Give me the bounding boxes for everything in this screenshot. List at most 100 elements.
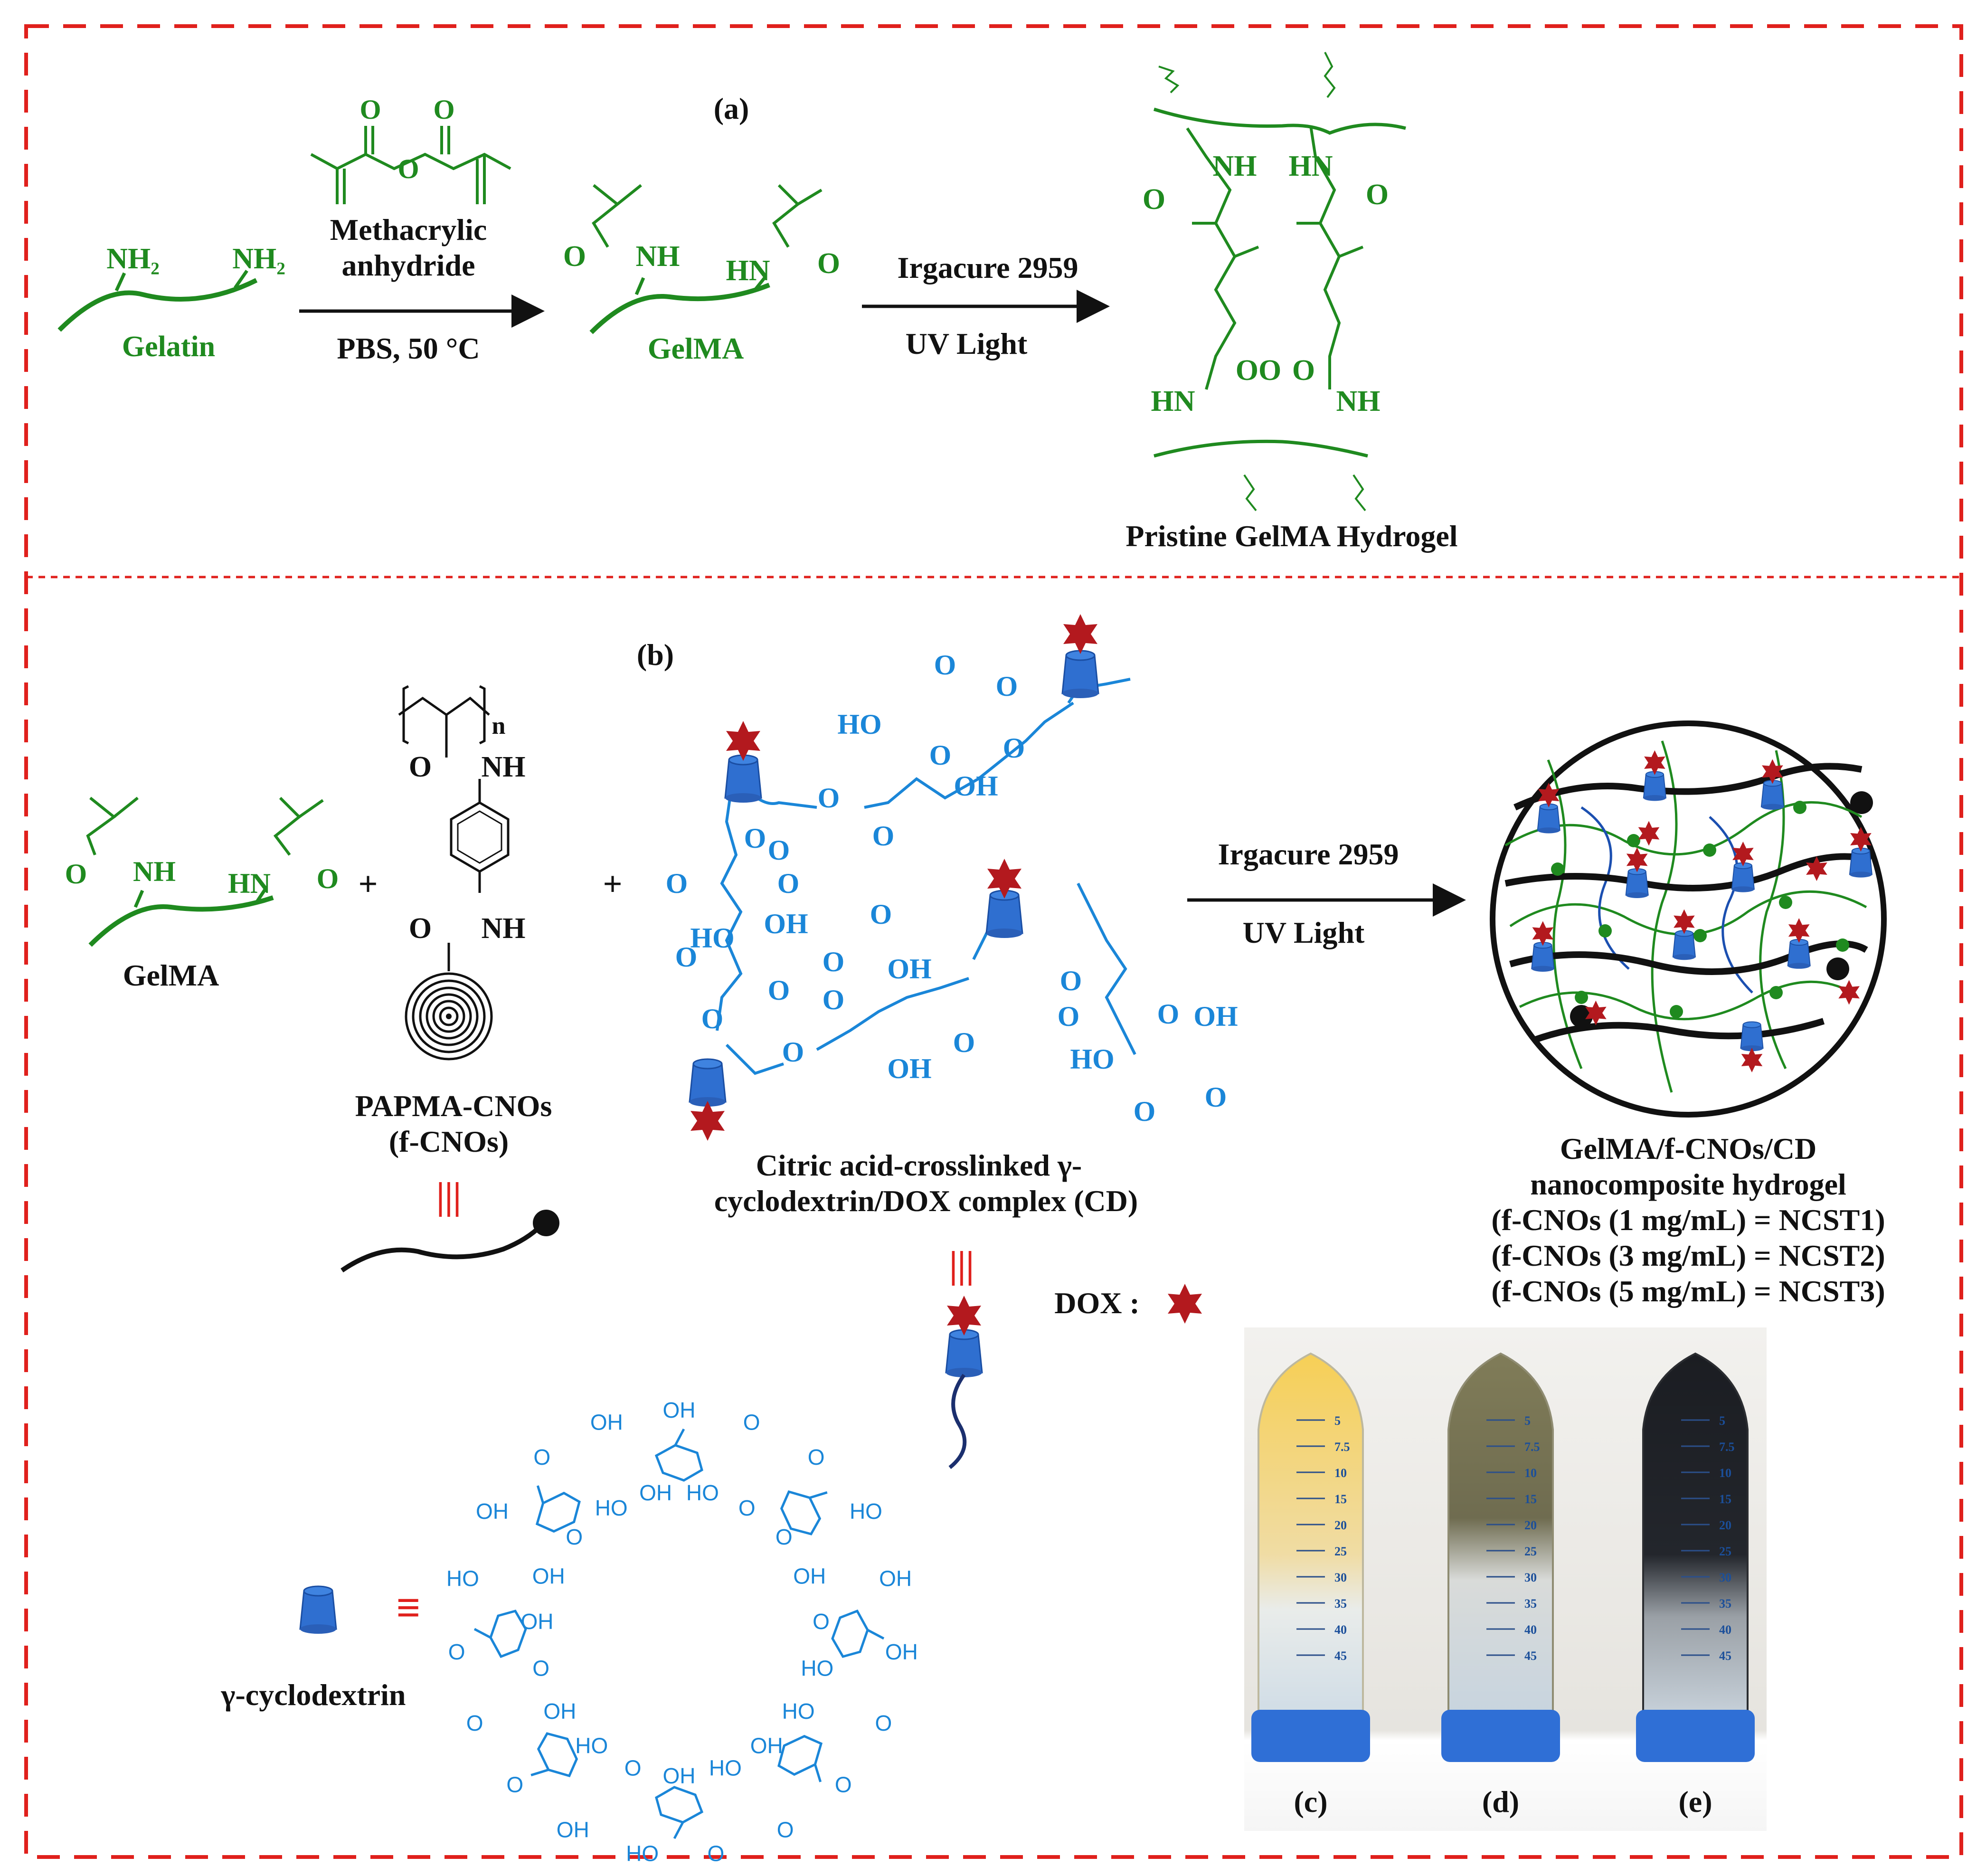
cd-atom-label: O — [777, 868, 800, 899]
graduation-label: 7.5 — [1719, 1440, 1735, 1454]
graduation-label: 35 — [1524, 1597, 1537, 1611]
cd-atom-label: O — [1205, 1081, 1227, 1113]
tube-e — [1636, 1352, 1755, 1762]
dox-legend-label: DOX : — [1054, 1286, 1140, 1320]
gamma-cd-atom-label: O — [738, 1496, 756, 1520]
gamma-cd-atom-label: OH — [521, 1609, 554, 1634]
pristine-hydrogel-structure: NH HN O O OO O HN NH Pristine GelMA Hydr… — [1125, 52, 1458, 553]
gelma-a-hn-right: HN — [726, 255, 770, 287]
papma-nh2: NH — [482, 912, 526, 945]
gamma-cd-atom-label: OH — [543, 1699, 576, 1724]
papma-cnos-structure: n O NH NH O PAPMA-CNOs (f-CNOs) ||| — [340, 685, 559, 1273]
cd-atom-label: OH — [887, 1053, 931, 1084]
graduation-label: 30 — [1719, 1571, 1731, 1584]
gamma-cd-atom-label: HO — [575, 1734, 608, 1758]
cd-atom-label: O — [934, 649, 956, 681]
gamma-cd-atom-label: OH — [476, 1499, 509, 1524]
cd-atom-label: OH — [764, 908, 808, 939]
graduation-label: 15 — [1524, 1492, 1537, 1506]
gamma-cd-atom-label: O — [743, 1410, 760, 1434]
cd-atom-label: O — [701, 1003, 724, 1034]
graduation-label: 15 — [1719, 1492, 1731, 1506]
dox-star-4 — [690, 1101, 725, 1141]
tubes-photo: 57.5101520253035404557.51015202530354045… — [1244, 1327, 1767, 1831]
cd-atom-label: O — [1060, 965, 1082, 996]
nanocomposite-line5: (f-CNOs (5 mg/mL) = NCST3) — [1491, 1274, 1885, 1308]
hydrogel-caption: Pristine GelMA Hydrogel — [1125, 519, 1457, 553]
gamma-cd-atom-label: OH — [879, 1566, 912, 1591]
outer-frame — [24, 24, 1963, 1859]
graduation-label: 40 — [1524, 1623, 1537, 1637]
cd-atom-label: O — [768, 834, 790, 866]
gamma-cd-atom-label: OH — [639, 1480, 672, 1505]
cd-single-unit — [945, 1296, 983, 1469]
gamma-cd-atom-label: O — [566, 1525, 583, 1549]
cd-atom-label: O — [823, 946, 845, 977]
hydrogel-o-l1: O — [1143, 183, 1165, 216]
glucose-unit — [832, 1611, 884, 1657]
cd-atom-label: O — [870, 899, 892, 930]
gamma-cd-atom-label: OH — [750, 1734, 783, 1758]
graduation-label: 40 — [1719, 1623, 1731, 1637]
svg-text:O: O — [433, 94, 454, 125]
cd-atom-label: O — [996, 671, 1018, 702]
tube-label-e: (e) — [1678, 1785, 1712, 1819]
panel-a: (a) NH₂ NH₂ Gelatin O O O Methacrylic a — [57, 52, 1458, 553]
graduation-label: 5 — [1719, 1414, 1725, 1428]
cd-atom-label: O — [872, 820, 895, 852]
graduation-label: 10 — [1719, 1466, 1731, 1480]
cd-atom-label: O — [1003, 732, 1025, 764]
gamma-cd-atom-label: HO — [626, 1841, 659, 1866]
gelma-a-o-left: O — [563, 240, 586, 273]
gamma-cd-atom-label: O — [777, 1817, 794, 1842]
gamma-cd-atom-label: OH — [885, 1639, 918, 1664]
graduation-label: 45 — [1334, 1649, 1347, 1663]
cd-atom-label: O — [823, 984, 845, 1015]
gamma-cd-label: γ-cyclodextrin — [221, 1678, 406, 1712]
glucose-unit — [656, 1787, 702, 1838]
papma-n: n — [492, 712, 506, 739]
cd-atom-label: O — [953, 1027, 975, 1058]
cd-atom-label: O — [675, 941, 698, 973]
graduation-label: 45 — [1719, 1649, 1731, 1663]
plus-1: + — [358, 865, 378, 903]
gelma-b-nh-left: NH — [133, 856, 176, 887]
gelatin-label: Gelatin — [122, 331, 215, 363]
f-cno-symbol — [340, 1223, 543, 1273]
panel-b: (b) O NH HN O GelMA + + n O NH — [65, 614, 1887, 1866]
step2-light: UV Light — [906, 327, 1028, 360]
panel-a-label: (a) — [714, 92, 749, 125]
dox-star-2 — [1063, 614, 1097, 654]
plus-2: + — [603, 865, 622, 903]
hydrogel-hn-bl: HN — [1151, 385, 1195, 417]
tube-d — [1441, 1352, 1560, 1762]
gamma-cd-atom-label: O — [624, 1756, 642, 1781]
gelatin-nh2-right: NH₂ — [232, 243, 285, 275]
gamma-cd-equiv: ≡ — [396, 1584, 420, 1631]
cd-atom-label: OH — [887, 953, 931, 985]
gamma-cd-atom-label: O — [532, 1656, 549, 1681]
gamma-cd-atom-label: O — [533, 1445, 550, 1469]
gamma-cd-atom-label: O — [448, 1639, 465, 1664]
graduation-label: 15 — [1334, 1492, 1347, 1506]
dox-legend: DOX : — [1054, 1284, 1202, 1324]
gelma-b-hn-right: HN — [228, 868, 271, 899]
gelma-a-label: GelMA — [648, 332, 744, 365]
graduation-label: 5 — [1524, 1414, 1531, 1428]
gamma-cd-atom-label: O — [875, 1711, 892, 1735]
cd-atom-label: O — [1134, 1096, 1156, 1127]
reagent-line2: anhydride — [342, 248, 475, 282]
cd-atom-label: O — [782, 1036, 804, 1068]
gamma-cd-atom-label: O — [835, 1772, 852, 1797]
cd-caption1: Citric acid-crosslinked γ- — [756, 1148, 1082, 1182]
gamma-cd-atom-label: HO — [686, 1480, 719, 1505]
glucose-unit — [474, 1611, 526, 1657]
gamma-cd-atom-label: HO — [850, 1499, 882, 1524]
gelma-a-nh-left: NH — [636, 240, 680, 273]
graduation-label: 20 — [1334, 1518, 1347, 1532]
graduation-label: 25 — [1524, 1544, 1537, 1558]
cd-unit-2 — [1061, 650, 1099, 699]
gamma-cd-atom-label: HO — [595, 1496, 628, 1520]
graduation-label: 20 — [1719, 1518, 1731, 1532]
hydrogel-nh-br: NH — [1336, 385, 1381, 417]
